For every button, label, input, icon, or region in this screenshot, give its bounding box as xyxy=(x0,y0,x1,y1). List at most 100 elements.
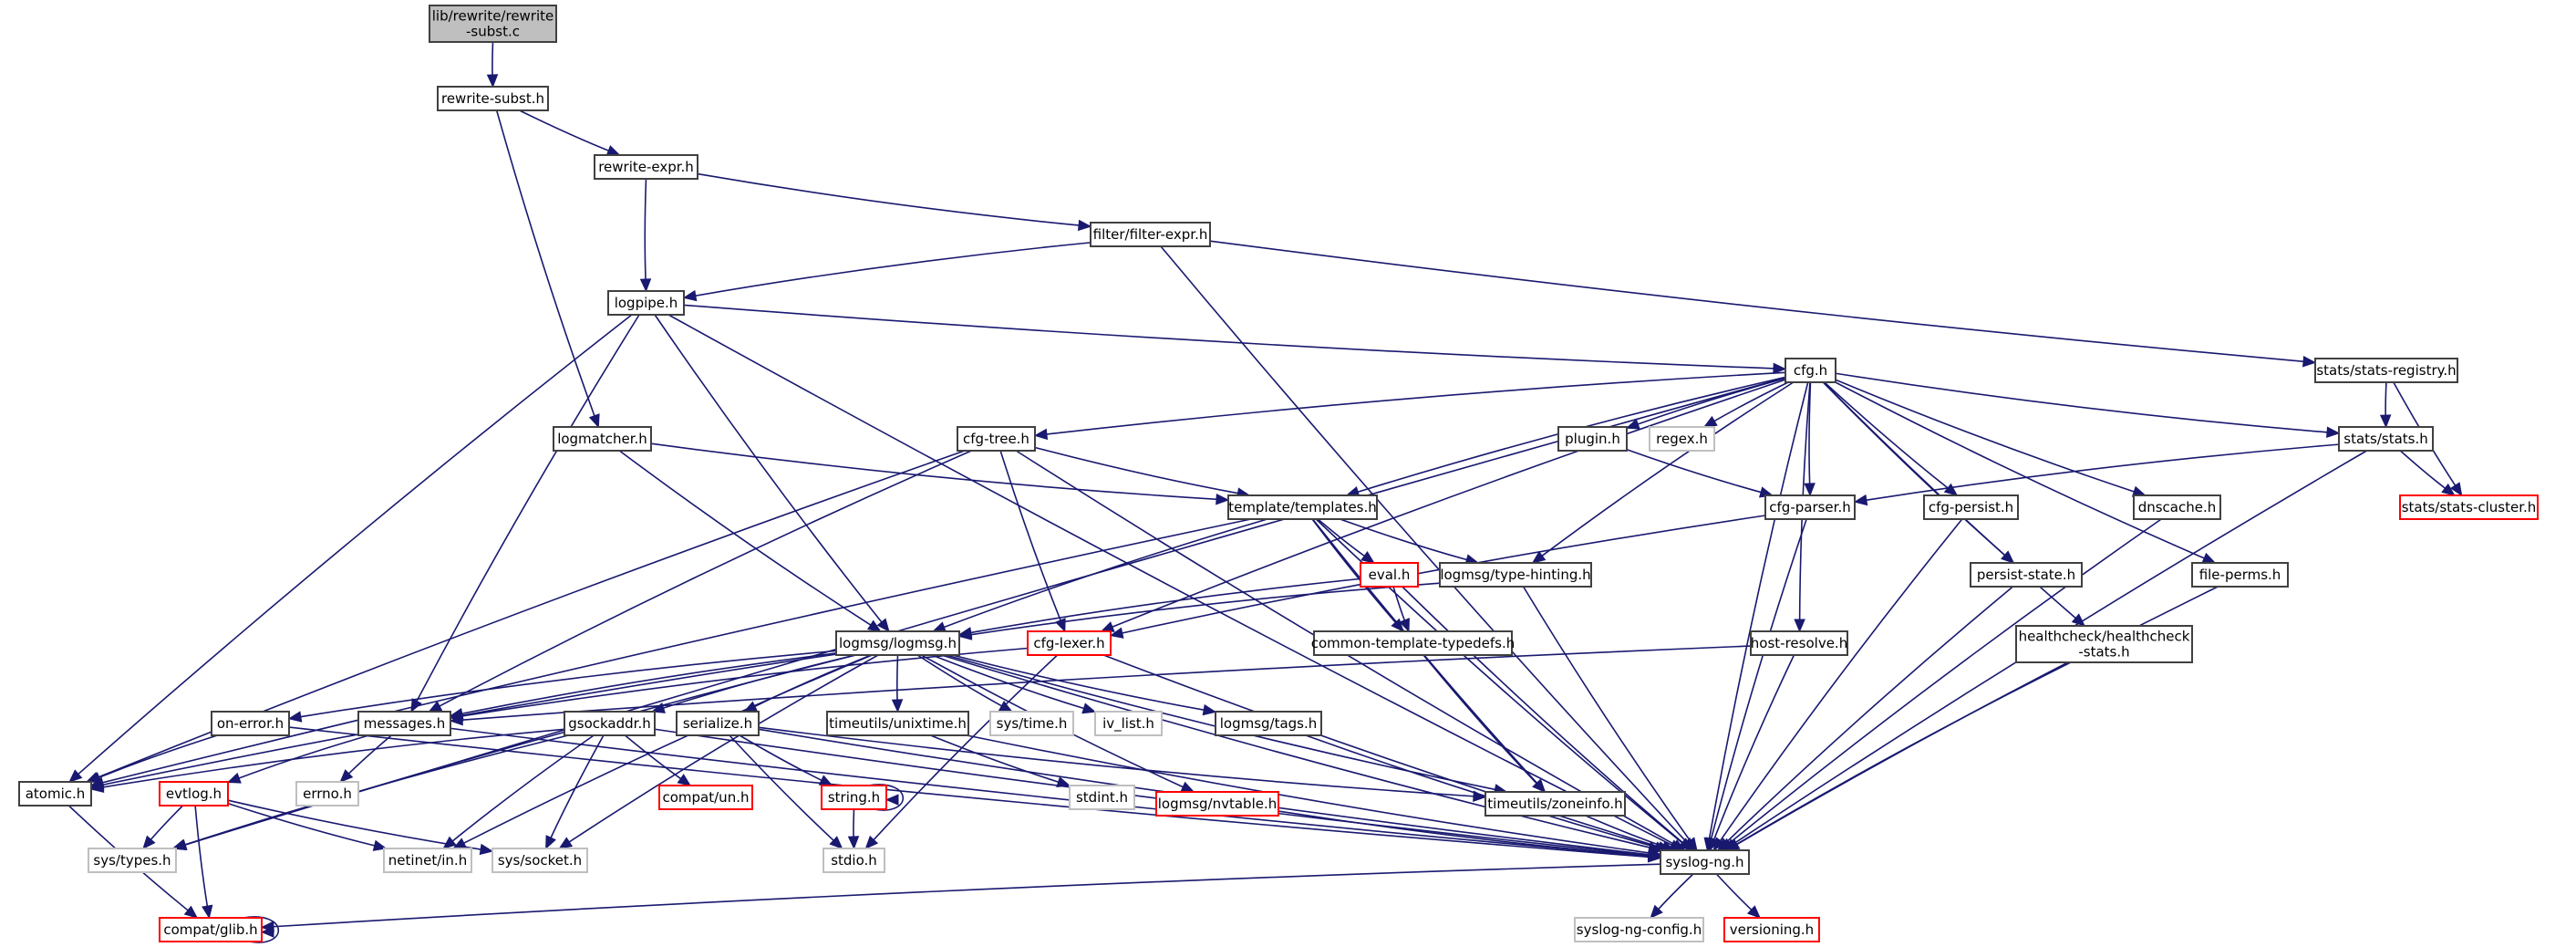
node-tags-h[interactable]: logmsg/tags.h xyxy=(1215,711,1322,736)
edge-stats-registry-h-to-stats-cluster-h-arrowhead xyxy=(2450,482,2463,497)
node-rewrite-expr-h[interactable]: rewrite-expr.h xyxy=(594,154,698,180)
node-healthcheck-stats-h[interactable]: healthcheck/healthcheck-stats.h xyxy=(2015,625,2193,663)
node-serialize-h[interactable]: serialize.h xyxy=(676,711,760,736)
node-box xyxy=(1360,562,1419,588)
node-gsockaddr-h[interactable]: gsockaddr.h xyxy=(564,711,656,736)
edge-plugin-h-to-cfg-parser-h xyxy=(1626,449,1763,494)
edge-gsockaddr-h-to-sys-types-h-arrowhead xyxy=(172,838,188,850)
node-label: netinet/in.h xyxy=(388,852,467,869)
node-label: file-perms.h xyxy=(2199,567,2281,583)
node-box xyxy=(1574,917,1704,942)
node-label: rewrite-subst.h xyxy=(441,90,544,107)
node-type-hinting-h[interactable]: logmsg/type-hinting.h xyxy=(1439,562,1592,588)
node-box xyxy=(1069,785,1135,810)
edge-cfg-tree-h-to-cfg-lexer-h-arrowhead xyxy=(1055,618,1066,633)
node-box xyxy=(1227,494,1378,520)
node-box xyxy=(553,426,652,452)
node-nvtable-h[interactable]: logmsg/nvtable.h xyxy=(1155,791,1279,817)
edge-cfg-h-to-syslog-ng-h xyxy=(1708,381,1809,840)
node-box xyxy=(1094,711,1163,736)
node-sys-time-h[interactable]: sys/time.h xyxy=(989,711,1074,736)
edge-cfg-h-to-cfg-tree-h-arrowhead xyxy=(1033,428,1049,441)
node-rewrite-subst-h[interactable]: rewrite-subst.h xyxy=(437,86,549,111)
node-logmatcher-h[interactable]: logmatcher.h xyxy=(553,426,652,452)
node-box xyxy=(383,848,472,873)
edge-logmsg-h-to-iv-list-h-arrowhead xyxy=(1081,702,1097,714)
node-errno-h[interactable]: errno.h xyxy=(295,781,359,807)
node-compat-glib-h[interactable]: compat/glib.h xyxy=(159,917,263,942)
edge-cfg-tree-h-to-messages-h xyxy=(438,450,972,708)
node-stats-h[interactable]: stats/stats.h xyxy=(2338,426,2434,452)
node-persist-state-h[interactable]: persist-state.h xyxy=(1970,562,2083,588)
edge-type-hinting-h-to-syslog-ng-h-arrowhead xyxy=(1685,837,1698,852)
node-host-resolve-h[interactable]: host-resolve.h xyxy=(1750,630,1848,656)
node-templates-h[interactable]: template/templates.h xyxy=(1227,494,1378,520)
node-evtlog-h[interactable]: evtlog.h xyxy=(159,781,229,807)
node-label: sys/types.h xyxy=(93,852,171,869)
edge-syslog-ng-h-to-syslog-ng-config-h xyxy=(1657,873,1694,911)
node-sys-socket-h[interactable]: sys/socket.h xyxy=(491,848,588,873)
node-label: timeutils/unixtime.h xyxy=(829,715,967,732)
node-on-error-h[interactable]: on-error.h xyxy=(211,711,290,736)
edge-cfg-persist-h-to-syslog-ng-h xyxy=(1719,518,1963,842)
node-netinet-in-h[interactable]: netinet/in.h xyxy=(383,848,472,873)
edge-cfg-h-to-cfg-lexer-h-arrowhead xyxy=(1100,621,1115,632)
node-stats-registry-h[interactable]: stats/stats-registry.h xyxy=(2314,358,2458,383)
node-cfg-parser-h[interactable]: cfg-parser.h xyxy=(1764,494,1856,520)
node-stdint-h[interactable]: stdint.h xyxy=(1069,785,1135,810)
edge-rewrite-subst-h-to-logmatcher-h-arrowhead xyxy=(588,413,600,429)
node-syslog-ng-config-h[interactable]: syslog-ng-config.h xyxy=(1574,917,1704,942)
node-string-h[interactable]: string.h xyxy=(821,785,887,810)
edge-gsockaddr-h-to-netinet-in-h xyxy=(451,734,595,843)
edge-gsockaddr-h-to-atomic-h xyxy=(101,728,565,788)
edge-logmsg-h-to-sys-time-h xyxy=(916,654,1003,707)
node-root[interactable]: lib/rewrite/rewrite-subst.c xyxy=(429,5,557,43)
edge-host-resolve-h-to-messages-h xyxy=(460,645,1752,722)
node-file-perms-h[interactable]: file-perms.h xyxy=(2191,562,2289,588)
edge-nvtable-h-to-syslog-ng-h-arrowhead xyxy=(1648,849,1662,862)
node-box xyxy=(2399,494,2539,520)
node-cfg-persist-h[interactable]: cfg-persist.h xyxy=(1923,494,2019,520)
node-versioning-h[interactable]: versioning.h xyxy=(1723,917,1820,942)
node-filter-expr-h[interactable]: filter/filter-expr.h xyxy=(1090,222,1211,247)
edge-cfg-h-to-stats-h-arrowhead xyxy=(2326,426,2341,439)
nodes-layer: lib/rewrite/rewrite-subst.c rewrite-subst… xyxy=(18,5,2539,942)
node-label: eval.h xyxy=(1369,567,1411,583)
node-cfg-h[interactable]: cfg.h xyxy=(1785,358,1836,383)
node-label: timeutils/zoneinfo.h xyxy=(1487,796,1622,812)
edge-logpipe-h-to-logmsg-h xyxy=(654,314,884,624)
node-unixtime-h[interactable]: timeutils/unixtime.h xyxy=(826,711,969,736)
node-dnscache-h[interactable]: dnscache.h xyxy=(2133,494,2221,520)
node-box xyxy=(1485,791,1626,817)
node-box xyxy=(1155,791,1279,817)
node-label: messages.h xyxy=(364,715,446,732)
edge-cfg-h-to-file-perms-h-arrowhead xyxy=(2201,552,2217,564)
node-iv-list-h[interactable]: iv_list.h xyxy=(1094,711,1163,736)
node-cfg-lexer-h[interactable]: cfg-lexer.h xyxy=(1027,630,1112,656)
node-plugin-h[interactable]: plugin.h xyxy=(1557,426,1628,452)
node-label: compat/un.h xyxy=(663,789,750,806)
edge-logmsg-h-to-unixtime-h xyxy=(896,654,899,702)
node-stdio-h[interactable]: stdio.h xyxy=(822,848,885,873)
node-stats-cluster-h[interactable]: stats/stats-cluster.h xyxy=(2399,494,2539,520)
node-zoneinfo-h[interactable]: timeutils/zoneinfo.h xyxy=(1485,791,1626,817)
edge-filter-expr-h-to-logpipe-h xyxy=(694,242,1091,297)
node-eval-h[interactable]: eval.h xyxy=(1360,562,1419,588)
edge-gsockaddr-h-to-sys-socket-h xyxy=(549,734,605,839)
node-cfg-tree-h[interactable]: cfg-tree.h xyxy=(957,426,1036,452)
edge-stats-registry-h-to-stats-h-arrowhead xyxy=(2379,414,2392,429)
edge-serialize-h-to-string-h xyxy=(739,734,823,782)
node-messages-h[interactable]: messages.h xyxy=(357,711,451,736)
node-syslog-ng-h[interactable]: syslog-ng.h xyxy=(1660,849,1750,875)
edge-syslog-ng-h-to-versioning-h-arrowhead xyxy=(1746,905,1762,919)
node-logmsg-h[interactable]: logmsg/logmsg.h xyxy=(835,630,960,656)
node-common-template-typedefs-h[interactable]: common-template-typedefs.h xyxy=(1311,630,1516,656)
node-sys-types-h[interactable]: sys/types.h xyxy=(88,848,177,873)
edge-cfg-h-to-cfg-parser-h xyxy=(1808,381,1812,485)
node-compat-un-h[interactable]: compat/un.h xyxy=(658,785,753,810)
node-regex-h[interactable]: regex.h xyxy=(1649,426,1715,452)
edge-type-hinting-h-to-logmsg-h xyxy=(969,582,1441,636)
node-logpipe-h[interactable]: logpipe.h xyxy=(607,290,685,316)
node-atomic-h[interactable]: atomic.h xyxy=(18,781,92,807)
